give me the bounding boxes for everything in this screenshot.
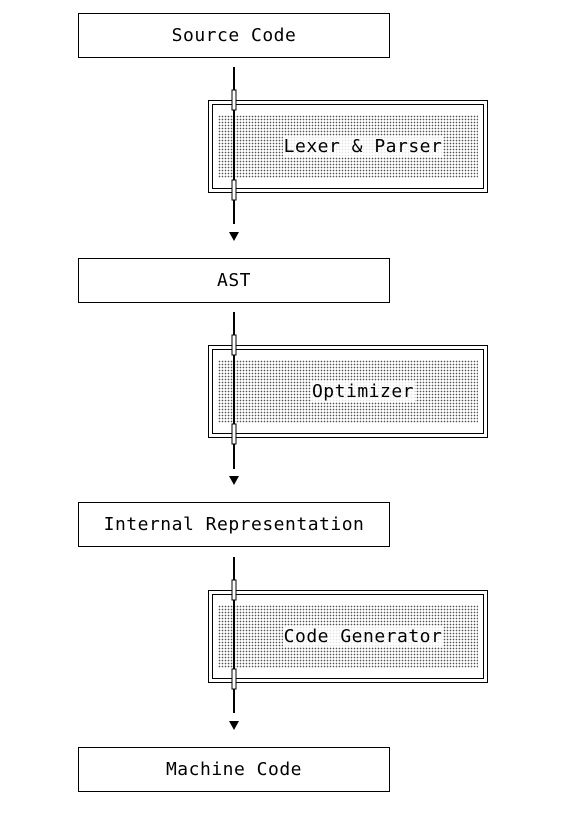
stage-label: Machine Code xyxy=(165,759,303,780)
process-box-lexer-parser: Lexer & Parser xyxy=(208,100,488,193)
arrowhead-icon xyxy=(229,232,239,241)
stage-box-machine-code: Machine Code xyxy=(78,747,390,792)
stage-label: Internal Representation xyxy=(103,514,365,535)
stage-label: Source Code xyxy=(171,25,297,46)
stage-box-internal-representation: Internal Representation xyxy=(78,502,390,547)
process-label: Lexer & Parser xyxy=(282,136,444,157)
stage-label: AST xyxy=(216,270,251,291)
process-box-code-generator: Code Generator xyxy=(208,590,488,683)
process-box-optimizer: Optimizer xyxy=(208,345,488,438)
stage-box-ast: AST xyxy=(78,258,390,303)
arrowhead-icon xyxy=(229,476,239,485)
stage-box-source-code: Source Code xyxy=(78,13,390,58)
process-label: Code Generator xyxy=(282,626,444,647)
process-label: Optimizer xyxy=(310,381,416,402)
arrowhead-icon xyxy=(229,721,239,730)
